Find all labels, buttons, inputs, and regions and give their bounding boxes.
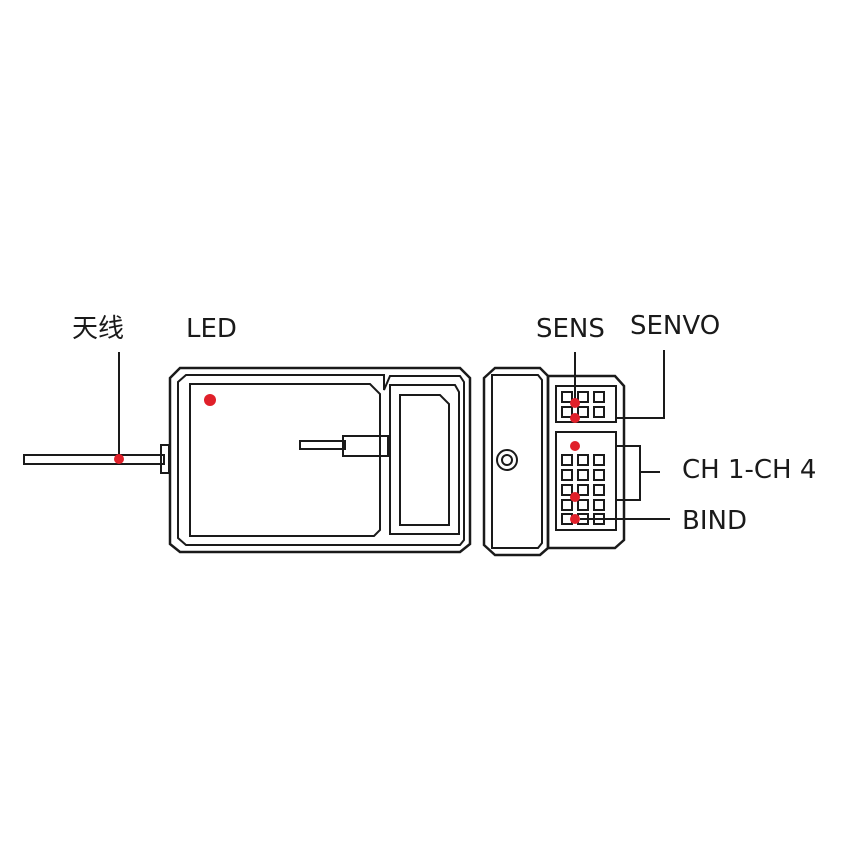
connector-pins: [561, 391, 605, 525]
ch-bracket: [616, 445, 641, 501]
receiver-body: [168, 366, 472, 554]
sens-marker-2: [570, 413, 580, 423]
bind-marker: [570, 514, 580, 524]
ch-marker-2: [570, 492, 580, 502]
ch-label: CH 1-CH 4: [682, 455, 817, 485]
antenna-wire: [23, 444, 170, 474]
markers: [114, 394, 580, 524]
led-marker: [204, 394, 216, 406]
sens-marker-1: [570, 398, 580, 408]
led-label: LED: [186, 314, 237, 344]
senvo-label: SENVO: [630, 311, 721, 341]
senvo-leader: [616, 350, 665, 419]
receiver-side-view: [482, 366, 626, 557]
antenna-label: 天线: [72, 314, 125, 344]
antenna-marker: [114, 454, 124, 464]
ch-marker-1: [570, 441, 580, 451]
sens-label: SENS: [536, 314, 605, 344]
bind-label: BIND: [682, 506, 747, 536]
leader-lines: [118, 350, 670, 520]
